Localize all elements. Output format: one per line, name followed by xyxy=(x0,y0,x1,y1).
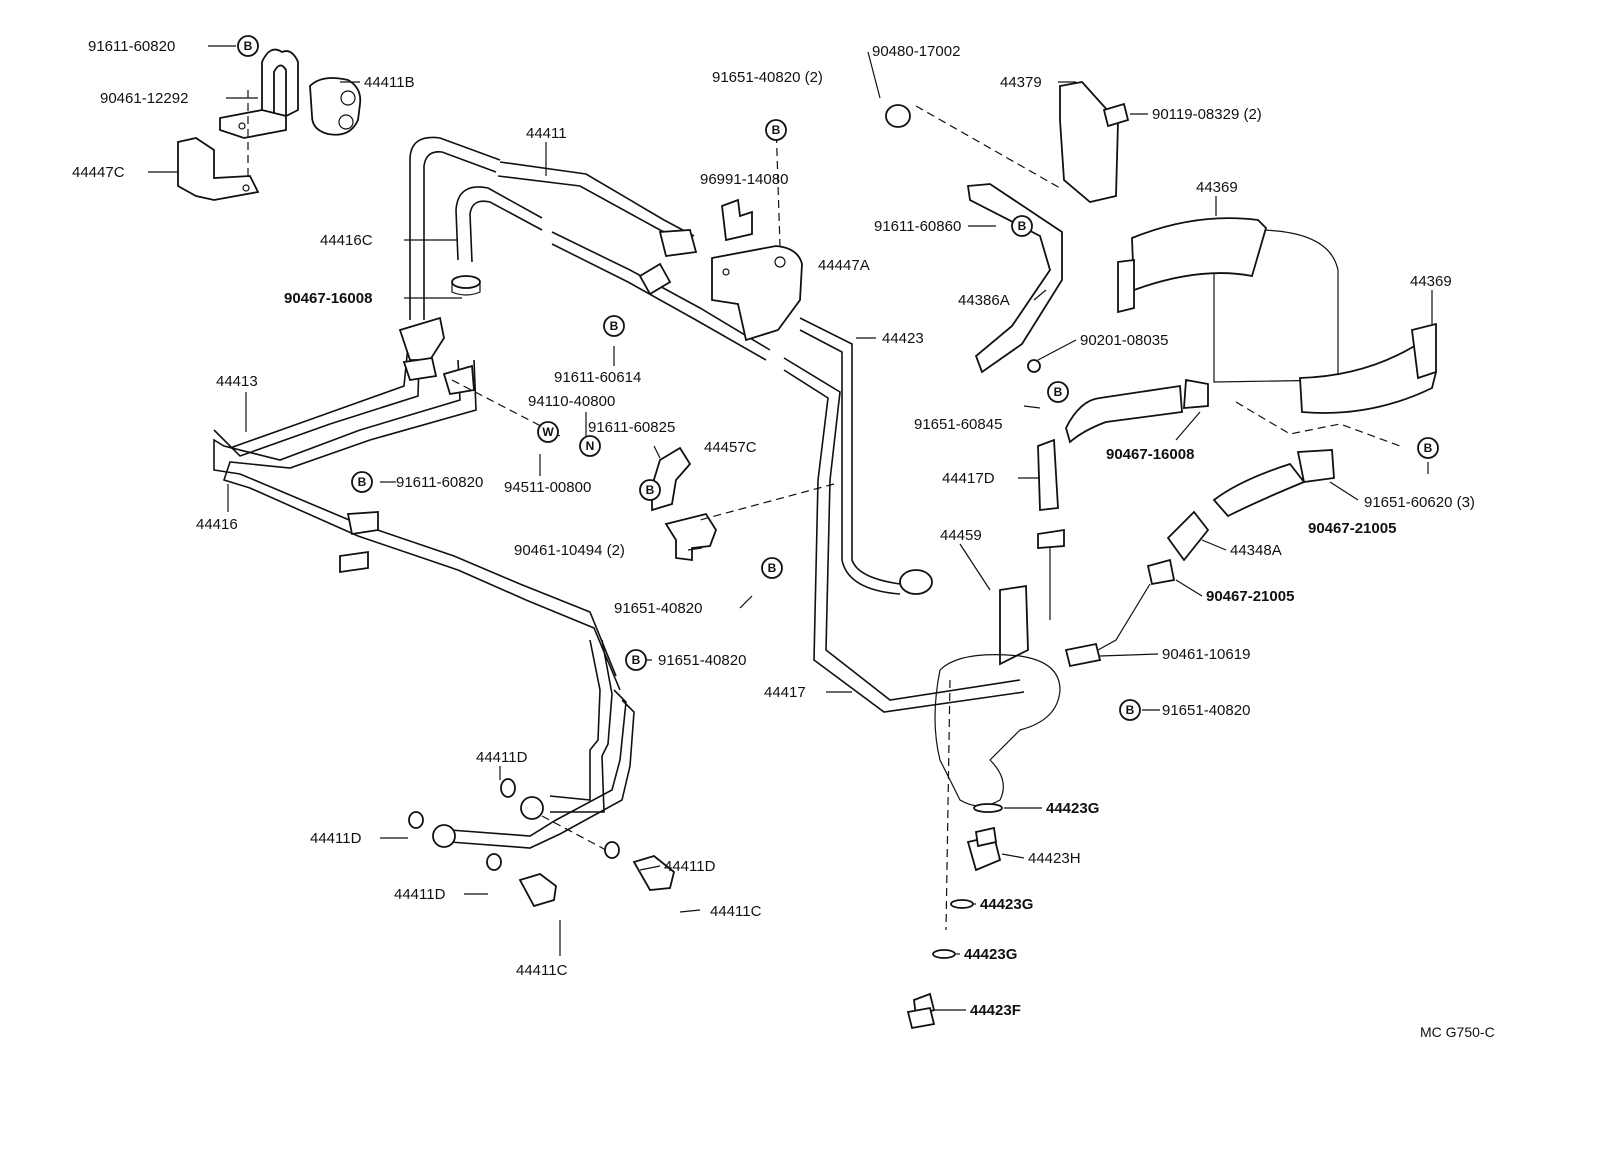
badge-b-91651-40820-mid: B xyxy=(761,557,783,579)
label-44411b: 44411B xyxy=(364,74,415,91)
label-91651-60620: 91651-60620 (3) xyxy=(1364,494,1475,511)
label-90467-16008-left: 90467-16008 xyxy=(284,290,372,307)
brake-pipe-bundle xyxy=(213,316,635,851)
label-91611-60820-mid: 91611-60820 xyxy=(396,474,483,491)
svg-text:N: N xyxy=(586,439,595,453)
label-44423g-c: 44423G xyxy=(964,946,1017,963)
label-90461-10619: 90461-10619 xyxy=(1162,646,1250,663)
label-44417d: 44417D xyxy=(942,470,995,487)
label-44447a: 44447A xyxy=(818,257,870,274)
label-44423f: 44423F xyxy=(970,1002,1021,1019)
badge-b-91651-60620: B xyxy=(1417,437,1439,459)
badge-b-91651-40820-2: B xyxy=(765,119,787,141)
label-90467-21005-a: 90467-21005 xyxy=(1308,520,1396,537)
bracket-clamp-group xyxy=(177,48,362,201)
badge-w: W xyxy=(537,421,559,443)
label-44411d-a: 44411D xyxy=(476,749,528,766)
badge-b-91651-40820-low: B xyxy=(625,649,647,671)
label-90461-12292: 90461-12292 xyxy=(100,90,188,107)
badge-b-91611-60614: B xyxy=(603,315,625,337)
label-94511-00800: 94511-00800 xyxy=(504,479,591,496)
label-44379: 44379 xyxy=(1000,74,1042,91)
label-91651-40820-2: 91651-40820 (2) xyxy=(712,69,823,86)
label-91611-60825: 91611-60825 xyxy=(588,419,675,436)
label-44416c: 44416C xyxy=(320,232,373,249)
label-44411c-b: 44411C xyxy=(516,962,568,979)
label-44411d-c: 44411D xyxy=(664,858,716,875)
label-44411d-b: 44411D xyxy=(310,830,362,847)
svg-text:B: B xyxy=(646,483,655,497)
label-94110-40800: 94110-40800 xyxy=(528,393,615,410)
svg-text:B: B xyxy=(772,123,781,137)
badge-n: N xyxy=(579,435,601,457)
label-44416: 44416 xyxy=(196,516,238,533)
label-91611-60820-top: 91611-60820 xyxy=(88,38,175,55)
label-91611-60860: 91611-60860 xyxy=(874,218,961,235)
label-44411: 44411 xyxy=(526,125,567,142)
label-44413: 44413 xyxy=(216,373,258,390)
label-44423h: 44423H xyxy=(1028,850,1081,867)
badge-b-91611-60860: B xyxy=(1011,215,1033,237)
leader-lines xyxy=(148,45,1433,1011)
label-44417: 44417 xyxy=(764,684,806,701)
label-44411d-d: 44411D xyxy=(394,886,446,903)
label-90467-16008-right: 90467-16008 xyxy=(1106,446,1194,463)
label-44447c: 44447C xyxy=(72,164,125,181)
label-44411c-a: 44411C xyxy=(710,903,762,920)
label-44386a: 44386A xyxy=(958,292,1010,309)
svg-text:B: B xyxy=(632,653,641,667)
label-91651-40820-mid: 91651-40820 xyxy=(614,600,702,617)
svg-text:B: B xyxy=(1054,385,1063,399)
label-96991-14080: 96991-14080 xyxy=(700,171,788,188)
svg-text:B: B xyxy=(768,561,777,575)
badge-b-91651-40820-right: B xyxy=(1119,699,1141,721)
label-44369-a: 44369 xyxy=(1196,179,1238,196)
svg-text:B: B xyxy=(610,319,619,333)
filler-hose-group xyxy=(906,378,1335,1030)
small-parts-left xyxy=(408,275,835,908)
label-90201-08035: 90201-08035 xyxy=(1080,332,1168,349)
label-44423: 44423 xyxy=(882,330,924,347)
badge-b-91611-60825: B xyxy=(639,479,661,501)
label-44457c: 44457C xyxy=(704,439,757,456)
svg-text:B: B xyxy=(1018,219,1027,233)
diagram-code: MC G750-C xyxy=(1420,1024,1495,1040)
svg-text:W: W xyxy=(542,425,554,439)
fuel-hose-assembly xyxy=(409,121,1025,713)
svg-text:B: B xyxy=(1126,703,1135,717)
label-91651-60845: 91651-60845 xyxy=(914,416,1002,433)
svg-text:B: B xyxy=(244,39,253,53)
part-labels: 91611-60820 90461-12292 44411B 44447C 44… xyxy=(72,38,1495,1040)
badge-b-91611-60820-mid: B xyxy=(351,471,373,493)
label-44369-b: 44369 xyxy=(1410,273,1452,290)
label-44348a: 44348A xyxy=(1230,542,1282,559)
badge-b-91651-60845: B xyxy=(1047,381,1069,403)
svg-text:B: B xyxy=(1424,441,1433,455)
label-91611-60614: 91611-60614 xyxy=(554,369,641,386)
label-91651-40820-low: 91651-40820 xyxy=(658,652,746,669)
label-90467-21005-b: 90467-21005 xyxy=(1206,588,1294,605)
label-90119-08329: 90119-08329 (2) xyxy=(1152,106,1262,123)
label-44459: 44459 xyxy=(940,527,982,544)
label-44423g-a: 44423G xyxy=(1046,800,1099,817)
canister-bracket-group xyxy=(885,81,1437,447)
label-91651-40820-right: 91651-40820 xyxy=(1162,702,1250,719)
badge-b-top-left: B xyxy=(237,35,259,57)
label-90461-10494: 90461-10494 (2) xyxy=(514,542,625,559)
svg-text:B: B xyxy=(358,475,367,489)
label-90480-17002: 90480-17002 xyxy=(872,43,960,60)
label-44423g-b: 44423G xyxy=(980,896,1033,913)
